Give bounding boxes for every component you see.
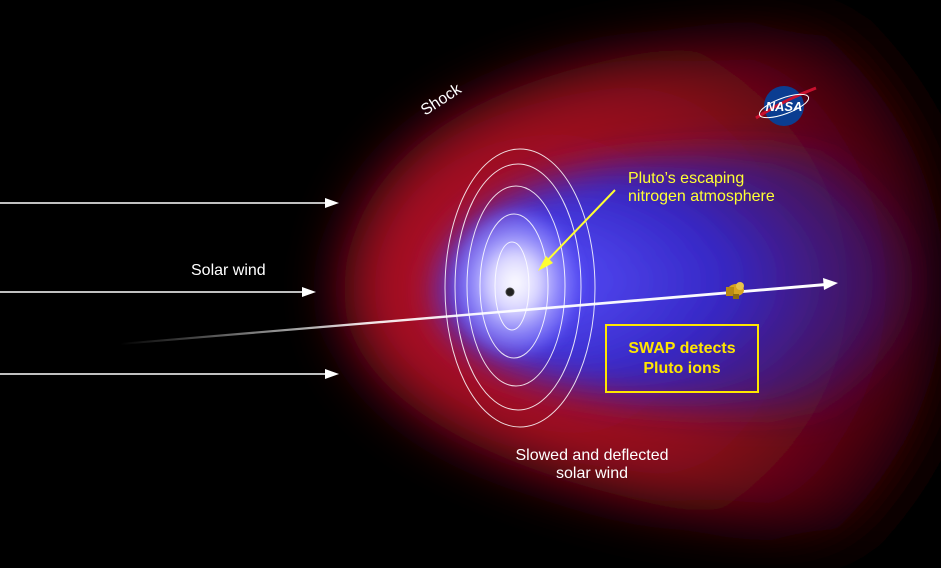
pluto-ion-region: [439, 149, 941, 413]
atmosphere-glow: [445, 203, 585, 363]
slowed-label-line2: solar wind: [555, 465, 629, 483]
solar-wind-label: Solar wind: [191, 262, 266, 279]
nasa-logo-text: NASA: [766, 99, 803, 114]
solar-wind-arrow-bottom: [0, 369, 339, 379]
slowed-label-line1: Slowed and deflected: [515, 447, 669, 464]
atmosphere-label-line1: Pluto’s escaping: [628, 170, 745, 187]
new-horizons-spacecraft: [726, 282, 744, 299]
solar-wind-arrows: [0, 198, 339, 379]
swap-box-line1: SWAP detects: [628, 340, 736, 358]
spacecraft-trajectory: [120, 278, 838, 345]
pluto: [505, 287, 515, 297]
solar-wind-arrow-middle: [0, 287, 316, 297]
swap-detection-box: SWAP detects Pluto ions: [605, 324, 759, 393]
slowed-solar-wind-label: Slowed and deflected solar wind: [497, 447, 687, 484]
swap-box-line2: Pluto ions: [643, 359, 721, 377]
nasa-logo: NASA: [755, 86, 817, 126]
atmosphere-label: Pluto’s escaping nitrogen atmosphere: [628, 170, 775, 207]
solar-wind-arrow-top: [0, 198, 339, 208]
atmosphere-rings: [444, 148, 596, 428]
atmosphere-label-line2: nitrogen atmosphere: [628, 188, 775, 206]
atmosphere-pointer-arrow: [538, 189, 616, 271]
